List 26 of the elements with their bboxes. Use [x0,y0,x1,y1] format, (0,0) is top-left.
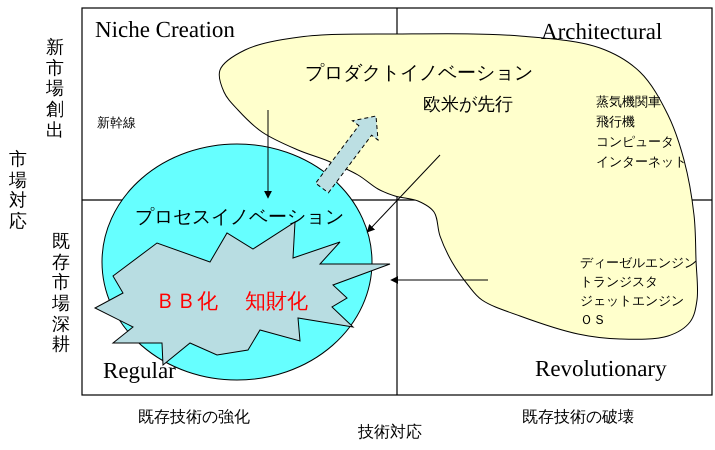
node-label: 欧米が先行 [423,94,513,116]
quadrant-label: Revolutionary [535,355,667,383]
axis-label: 既存市場深耕 [52,232,70,356]
quadrant-label: Regular [103,357,176,385]
axis-label: 市場対応 [9,150,27,233]
arrow [390,276,488,284]
example-text: ＯＳ [580,313,606,329]
node-label: プロダクトイノベーション [305,62,533,85]
quadrant-label: Niche Creation [95,16,235,44]
example-text: 新幹線 [97,116,136,132]
axis-label: 新市場創出 [46,38,64,142]
example-text: ディーゼルエンジン [580,256,697,272]
node-label: ＢＢ化 [155,289,218,314]
example-text: 既存技術の破壊 [522,407,634,426]
example-text: 飛行機 [596,115,635,131]
example-text: ジェットエンジン [580,294,684,310]
node-label: 知財化 [245,289,308,314]
example-text: 蒸気機関車 [596,95,661,111]
example-text: トランジスタ [580,275,658,291]
example-text: 既存技術の強化 [138,407,250,426]
example-text: コンピュータ [596,135,674,151]
arrow [264,110,272,199]
example-text: インターネット [596,155,687,171]
example-text: 技術対応 [358,422,422,442]
quadrant-label: Architectural [541,18,662,46]
block-arrow [314,115,379,194]
